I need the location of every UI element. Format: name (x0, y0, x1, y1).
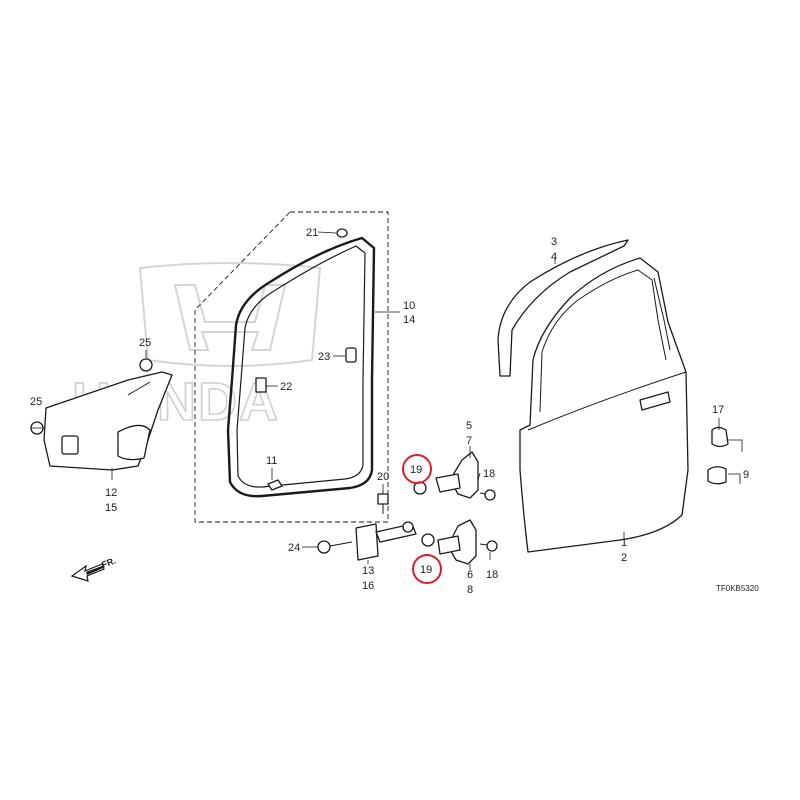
door-checker (355, 521, 417, 561)
callout-3: 3 (551, 236, 557, 248)
bolt-18b (479, 540, 498, 552)
callout-25-upper: 25 (139, 337, 151, 349)
direction-label: FR. (100, 556, 117, 570)
clip-11 (267, 479, 283, 491)
callout-23: 23 (318, 351, 330, 363)
diagram-code: TF0KB5320 (716, 584, 759, 593)
clip-23 (345, 347, 357, 363)
callout-18-lower: 18 (486, 569, 498, 581)
stopper-9 (707, 466, 727, 485)
callout-12: 12 (105, 487, 117, 499)
callout-8: 8 (467, 584, 473, 596)
callout-25-lower: 25 (30, 396, 42, 408)
callout-21: 21 (306, 227, 318, 239)
leader-lines (31, 231, 743, 570)
callout-20: 20 (377, 471, 389, 483)
bolt-24 (317, 540, 353, 554)
clip-22 (255, 377, 267, 393)
bolt-18a (479, 489, 496, 501)
callout-5: 5 (466, 420, 472, 432)
upper-hinge (413, 451, 479, 499)
callout-2: 2 (621, 552, 627, 564)
callout-10: 10 (403, 300, 415, 312)
callout-11: 11 (266, 455, 277, 467)
callout-4: 4 (551, 251, 557, 263)
callout-19-upper: 19 (410, 464, 422, 476)
callout-14: 14 (403, 314, 415, 326)
callout-17: 17 (712, 404, 724, 416)
callout-16: 16 (362, 580, 374, 592)
callout-7: 7 (466, 435, 472, 447)
callout-24: 24 (288, 542, 300, 554)
lower-hinge (421, 519, 477, 565)
callout-numbers: 21 10 14 23 22 11 25 25 12 15 3 4 5 7 19… (30, 227, 749, 596)
bolt-20 (377, 493, 389, 514)
door-panel (519, 257, 689, 553)
callout-18-upper: 18 (483, 468, 495, 480)
callout-15: 15 (105, 502, 117, 514)
callout-6: 6 (467, 569, 473, 581)
weatherstrip-group-box (194, 211, 389, 523)
callout-9: 9 (743, 469, 749, 481)
front-direction-arrow: FR. (70, 556, 117, 582)
highlight-19-upper (402, 454, 432, 484)
highlight-19-lower (412, 554, 442, 584)
callout-13: 13 (362, 565, 374, 577)
grommet-25a (139, 358, 153, 372)
clip-21 (336, 228, 348, 238)
stopper-17 (711, 426, 729, 448)
sash-molding (497, 239, 629, 377)
callout-22: 22 (280, 381, 292, 393)
callout-1: 1 (621, 537, 627, 549)
fender-insulator (43, 371, 173, 471)
callout-19-lower: 19 (420, 564, 432, 576)
door-weatherstrip (226, 236, 376, 498)
